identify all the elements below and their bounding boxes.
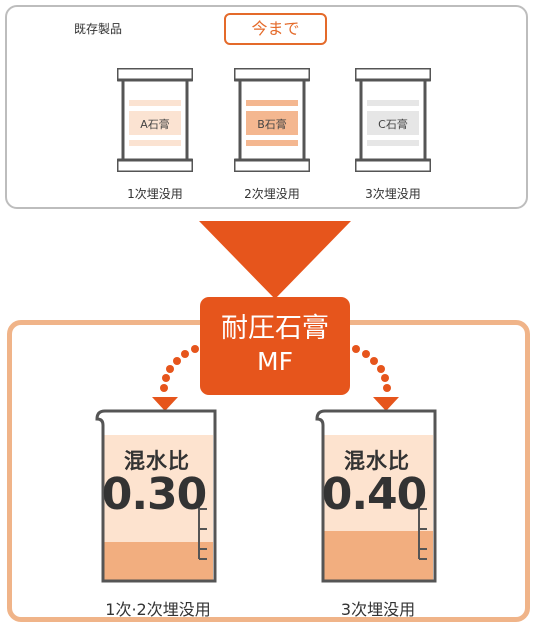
until-now-badge: 今まで: [224, 13, 327, 45]
dot-arrow-right-head-icon: [373, 397, 399, 411]
mixing-ratio-value-right: 0.40: [321, 469, 428, 520]
beaker-use-label-left: 1次·2次埋没用: [105, 600, 211, 619]
mixing-ratio-title-right: 混水比: [344, 449, 410, 473]
product-box: 耐圧石膏 MF: [200, 297, 350, 395]
beaker-left: 混水比 0.30: [95, 409, 221, 585]
jar-use-label-c: 3次埋没用: [365, 187, 421, 201]
jar-label-a: A石膏: [140, 118, 170, 131]
down-arrow-icon: [199, 221, 351, 299]
mixing-ratio-value-left: 0.30: [101, 469, 208, 520]
product-sub-name: MF: [257, 347, 293, 376]
jar-label-b: B石膏: [257, 118, 287, 131]
plaster-jar-b: B石膏: [234, 68, 310, 172]
beaker-use-label-right: 3次埋没用: [340, 600, 416, 619]
product-name: 耐圧石膏: [221, 313, 329, 344]
existing-products-label: 既存製品: [74, 22, 123, 36]
mixing-ratio-title-left: 混水比: [124, 449, 190, 473]
dot-arrow-left-head-icon: [152, 397, 178, 411]
jar-use-label-a: 1次埋没用: [127, 187, 183, 201]
plaster-jar-a: A石膏: [117, 68, 193, 172]
plaster-jar-c: C石膏: [355, 68, 431, 172]
beaker-right: 混水比 0.40: [315, 409, 441, 585]
jar-label-c: C石膏: [378, 118, 408, 131]
jar-use-label-b: 2次埋没用: [244, 187, 300, 201]
